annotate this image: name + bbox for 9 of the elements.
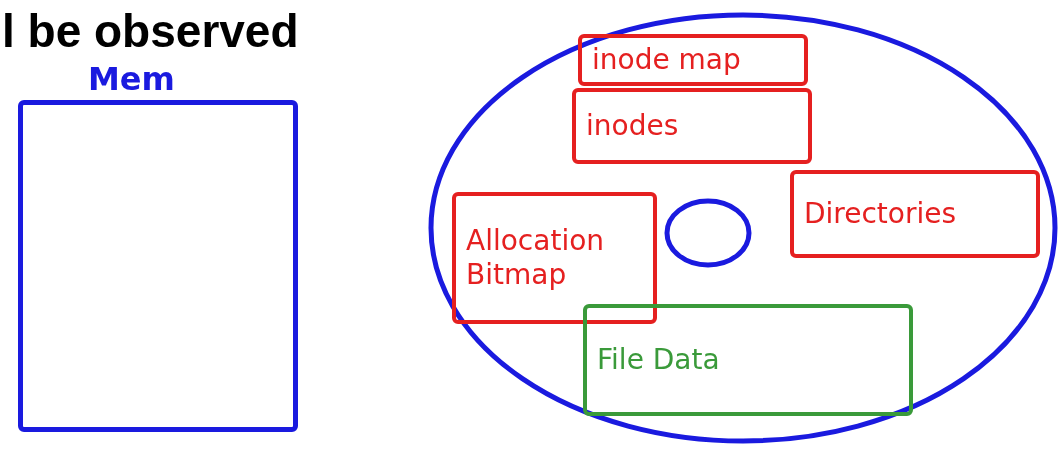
file-data-box: File Data (583, 304, 913, 416)
allocation-bitmap-box: Allocation Bitmap (452, 192, 657, 324)
directories-box: Directories (790, 170, 1040, 258)
small-circle (664, 198, 752, 268)
inodes-box: inodes (572, 88, 812, 164)
box-heading: Mem (88, 62, 175, 98)
inode-map-box: inode map (578, 34, 808, 86)
disk-oval (428, 12, 1058, 444)
heading: l be observed (2, 4, 299, 58)
